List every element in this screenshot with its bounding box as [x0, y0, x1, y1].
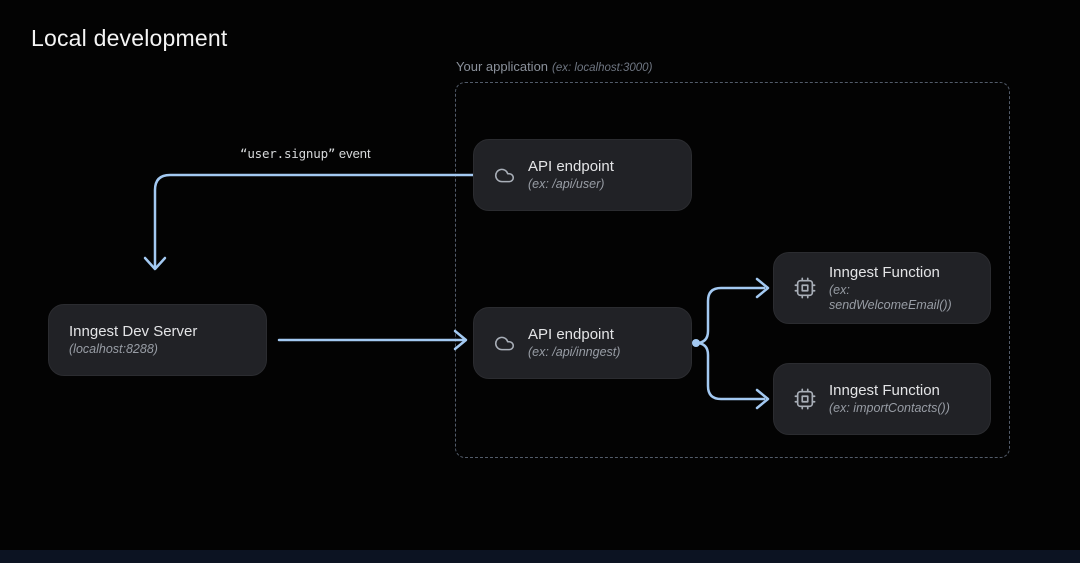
node-title: Inngest Function: [829, 263, 940, 281]
node-title: API endpoint: [528, 326, 614, 343]
application-boundary: [455, 82, 1010, 458]
node-title: Inngest Function: [829, 382, 940, 399]
arrowhead-down-icon: [143, 256, 167, 271]
node-title: Inngest Dev Server: [69, 323, 198, 340]
node-inngest-function-send-welcome-email: Inngest Function (ex: sendWelcomeEmail()…: [773, 252, 991, 324]
node-inngest-dev-server: Inngest Dev Server (localhost:8288): [48, 304, 267, 376]
node-api-endpoint-user: API endpoint (ex: /api/user): [473, 139, 692, 211]
cloud-icon: [494, 165, 515, 186]
node-subtitle: (ex: sendWelcomeEmail()): [829, 282, 952, 312]
user-signup-event-label: “user.signup” event: [240, 146, 371, 161]
bottom-accent-bar: [0, 550, 1080, 563]
application-label-hint: (ex: localhost:3000): [552, 62, 653, 74]
node-title: API endpoint: [528, 158, 614, 175]
cpu-icon: [794, 277, 816, 299]
event-name-code: “user.signup”: [240, 146, 336, 161]
edge-user-signup-event: [143, 173, 475, 271]
page-title: Local development: [31, 25, 228, 51]
edge-dev-server-to-api: [277, 329, 468, 351]
node-subtitle: (localhost:8288): [69, 342, 158, 356]
node-subtitle: (ex: /api/inngest): [528, 345, 621, 359]
node-subtitle: (ex: importContacts()): [829, 401, 950, 415]
event-label-suffix: event: [335, 146, 371, 161]
cpu-icon: [794, 388, 816, 410]
node-inngest-function-import-contacts: Inngest Function (ex: importContacts()): [773, 363, 991, 435]
cloud-icon: [494, 333, 515, 354]
node-subtitle: (ex: /api/user): [528, 177, 605, 191]
node-api-endpoint-inngest: API endpoint (ex: /api/inngest): [473, 307, 692, 379]
application-label: Your application(ex: localhost:3000): [456, 59, 652, 74]
application-label-text: Your application: [456, 59, 549, 74]
